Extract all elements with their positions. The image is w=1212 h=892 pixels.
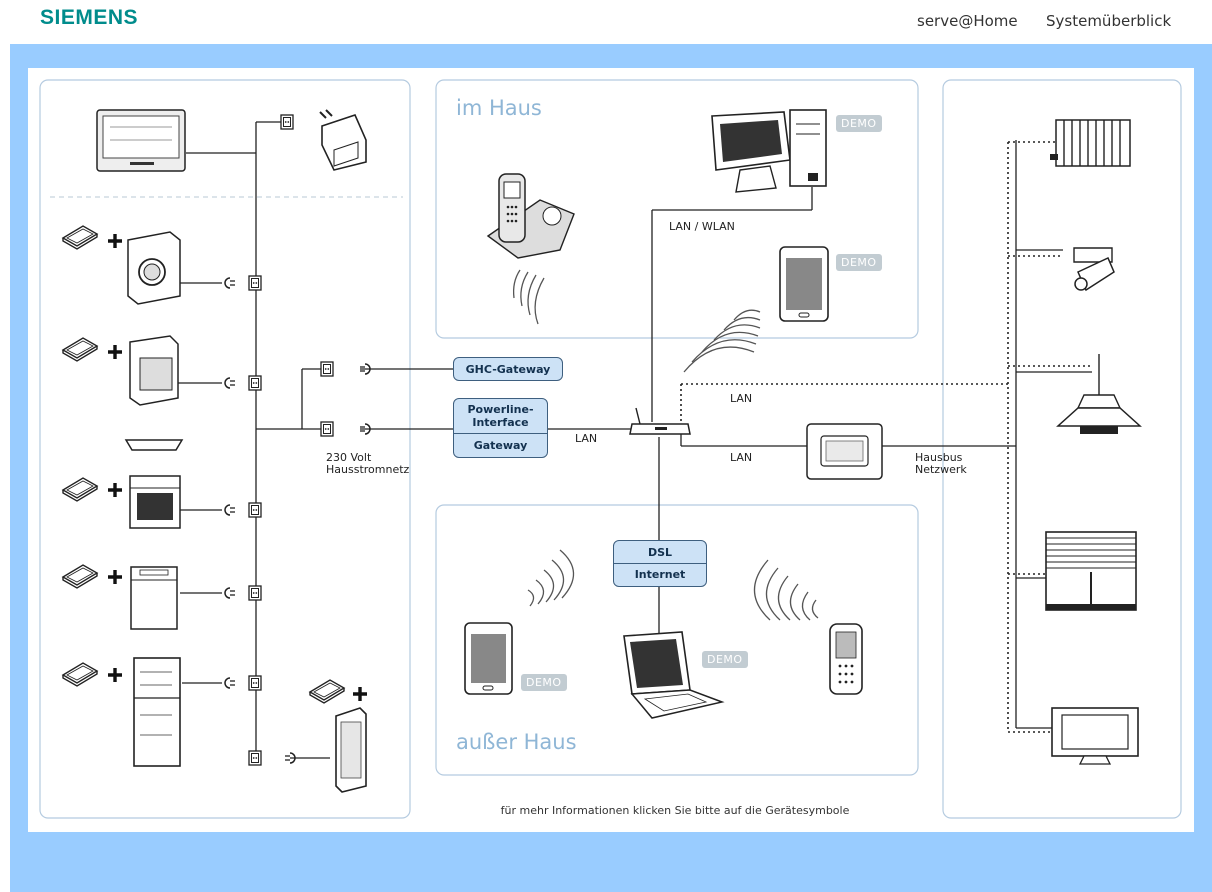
lan-wlan-label: LAN / WLAN: [669, 220, 735, 233]
dishwasher-icon[interactable]: [62, 564, 178, 630]
tablet-wireless-waves: [683, 309, 761, 373]
ghc-gateway-box[interactable]: GHC-Gateway: [453, 357, 563, 381]
panel-household-appliances: [39, 79, 411, 819]
dryer-icon[interactable]: [62, 335, 179, 406]
lan-dotted-label: LAN: [730, 392, 753, 405]
powerline-adapter-icon[interactable]: [319, 109, 367, 171]
cordless-phone-icon[interactable]: [486, 173, 575, 259]
dsl-internet-box[interactable]: DSL Internet: [613, 540, 707, 587]
desktop-pc-icon[interactable]: [711, 109, 827, 193]
top-bar: SIEMENS serve@Home Systemüberblick: [0, 0, 1212, 44]
panel-im-haus: [435, 79, 919, 339]
router-icon[interactable]: [629, 407, 691, 435]
diagram-canvas: [28, 68, 1194, 832]
nav-systemueberblick[interactable]: Systemüberblick: [1046, 12, 1172, 30]
powerline-gateway-label: Gateway: [473, 438, 528, 452]
zone-ausser-haus-label: außer Haus: [456, 730, 577, 754]
washing-machine-icon[interactable]: [62, 225, 181, 305]
power-network-label-line1: 230 Volt: [326, 451, 372, 464]
siemens-logo[interactable]: SIEMENS: [40, 6, 139, 29]
ghc-gateway-label: GHC-Gateway: [465, 362, 551, 376]
demo-badge-tablet-remote[interactable]: DEMO: [521, 674, 567, 691]
panel-ausser-haus: [435, 504, 919, 776]
info-hint: für mehr Informationen klicken Sie bitte…: [500, 804, 850, 817]
control-panel-icon[interactable]: [96, 109, 186, 172]
power-network-label-line2: Hausstromnetz: [326, 463, 410, 476]
tv-icon[interactable]: [1051, 707, 1139, 765]
tablet-icon[interactable]: [779, 246, 829, 322]
home-automation-controller-icon[interactable]: [806, 423, 883, 480]
fridge-icon[interactable]: [62, 657, 181, 767]
mobile-phone-waves: [753, 559, 819, 621]
tablet-remote-waves: [527, 549, 575, 607]
radiator-icon[interactable]: [1050, 119, 1131, 167]
extractor-hood-icon[interactable]: [124, 439, 184, 451]
demo-badge-pc[interactable]: DEMO: [836, 115, 882, 132]
ceiling-lamp-icon[interactable]: [1056, 354, 1142, 434]
tablet-remote-icon[interactable]: [464, 622, 513, 695]
demo-badge-tablet[interactable]: DEMO: [836, 254, 882, 271]
powerline-label-line1: Powerline-: [467, 403, 534, 416]
zone-im-haus-label: im Haus: [456, 96, 542, 120]
laptop-icon[interactable]: [623, 631, 725, 719]
window-blinds-icon[interactable]: [1045, 531, 1137, 611]
heat-pump-icon[interactable]: [309, 679, 369, 793]
powerline-interface-box[interactable]: Powerline- Interface Gateway: [453, 398, 548, 458]
nav-serve-at-home[interactable]: serve@Home: [917, 12, 1018, 30]
lan-router-label: LAN: [575, 432, 598, 445]
powerline-label-line2: Interface: [472, 416, 529, 429]
dsl-label: DSL: [614, 541, 706, 564]
security-camera-icon[interactable]: [1073, 247, 1115, 292]
lan-hausbus-label: LAN: [730, 451, 753, 464]
hausbus-label-line2: Netzwerk: [915, 463, 967, 476]
phone-wireless-waves: [512, 269, 545, 325]
internet-label: Internet: [634, 568, 686, 581]
panel-home-automation: [942, 79, 1182, 819]
hausbus-label-line1: Hausbus: [915, 451, 963, 464]
demo-badge-laptop[interactable]: DEMO: [702, 651, 748, 668]
oven-icon[interactable]: [62, 475, 181, 529]
mobile-phone-icon[interactable]: [829, 623, 863, 695]
